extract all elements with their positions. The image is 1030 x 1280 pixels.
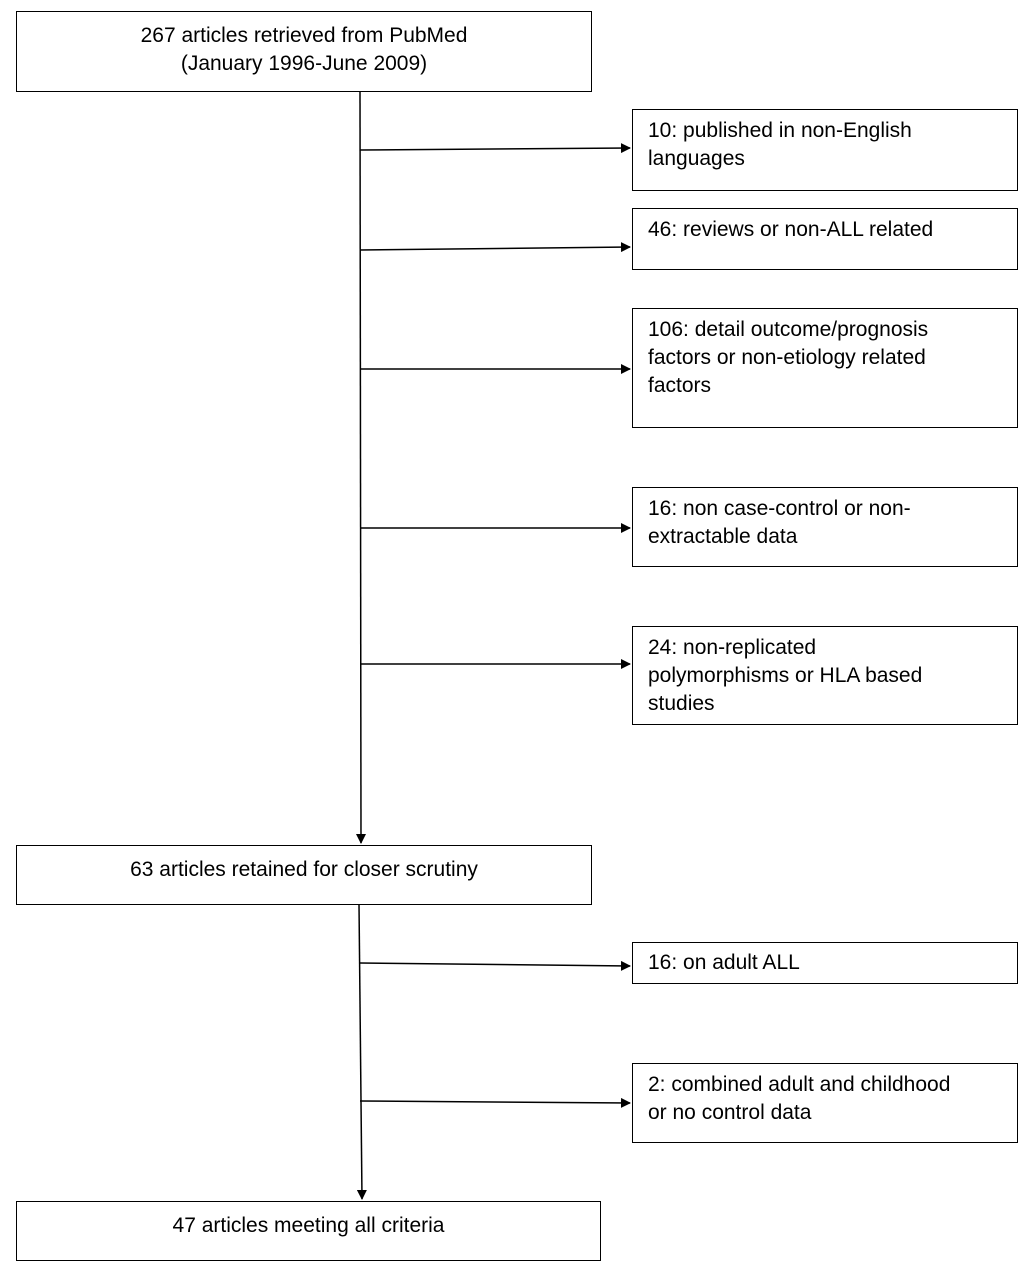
exclusion-box-reviews: 46: reviews or non-ALL related bbox=[632, 208, 1018, 270]
exclusion-box-outcome-prognosis: 106: detail outcome/prognosis factors or… bbox=[632, 308, 1018, 428]
exclusion-box-combined: 2: combined adult and childhood or no co… bbox=[632, 1063, 1018, 1143]
start-box-line-2: (January 1996-June 2009) bbox=[180, 52, 428, 75]
exclusion-box-non-english: 10: published in non-English languages bbox=[632, 109, 1018, 191]
final-box-text: 47 articles meeting all criteria bbox=[172, 1214, 445, 1237]
exclusion-text-line: factors bbox=[648, 374, 712, 397]
branch-arrow-2 bbox=[359, 242, 631, 253]
trunk-arrow-2 bbox=[356, 903, 367, 1200]
start-box-line-1: 267 articles retrieved from PubMed bbox=[140, 24, 468, 47]
exclusion-box-non-case-control: 16: non case-control or non- extractable… bbox=[632, 487, 1018, 567]
exclusion-text-line: 46: reviews or non-ALL related bbox=[648, 218, 934, 241]
exclusion-text-line: or no control data bbox=[648, 1101, 812, 1124]
exclusion-text-line: 24: non-replicated bbox=[648, 636, 817, 659]
branch-arrow-1 bbox=[359, 143, 631, 154]
exclusion-text-line: 10: published in non-English bbox=[648, 119, 912, 142]
exclusion-text-line: 2: combined adult and childhood bbox=[648, 1073, 951, 1096]
retained-box: 63 articles retained for closer scrutiny bbox=[16, 845, 592, 905]
exclusion-text-line: languages bbox=[648, 147, 745, 170]
exclusion-text-line: extractable data bbox=[648, 525, 798, 548]
branch-arrow-6 bbox=[359, 960, 631, 971]
exclusion-text-line: factors or non-etiology related bbox=[648, 346, 926, 369]
exclusion-text-line: 106: detail outcome/prognosis bbox=[648, 318, 929, 341]
exclusion-box-non-replicated: 24: non-replicated polymorphisms or HLA … bbox=[632, 626, 1018, 725]
final-box: 47 articles meeting all criteria bbox=[16, 1201, 601, 1261]
start-box: 267 articles retrieved from PubMed (Janu… bbox=[16, 11, 592, 92]
branch-arrow-7 bbox=[359, 1097, 631, 1108]
exclusion-box-adult-all: 16: on adult ALL bbox=[632, 942, 1018, 984]
exclusion-text-line: studies bbox=[648, 692, 715, 715]
trunk-arrow-1 bbox=[355, 90, 366, 844]
exclusion-text-line: 16: non case-control or non- bbox=[648, 497, 911, 520]
exclusion-text-line: 16: on adult ALL bbox=[648, 951, 800, 974]
retained-box-text: 63 articles retained for closer scrutiny bbox=[130, 858, 478, 881]
exclusion-text-line: polymorphisms or HLA based bbox=[648, 664, 923, 687]
